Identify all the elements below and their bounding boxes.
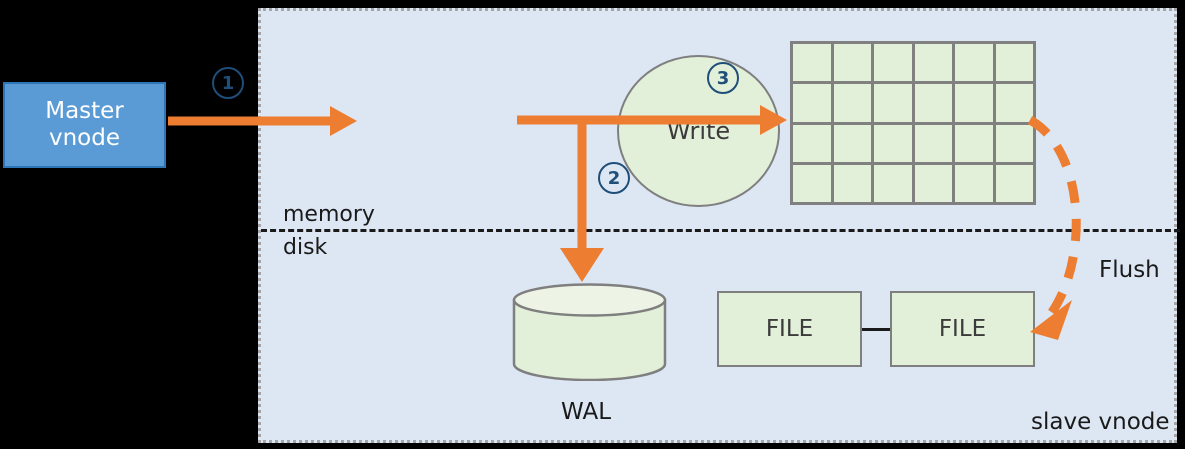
memtable-cell	[793, 124, 831, 162]
memtable-cell	[914, 164, 952, 202]
slave-vnode-label: slave vnode	[1031, 409, 1170, 435]
step-number-3: 3	[707, 62, 739, 94]
memtable-cell	[833, 44, 871, 82]
flush-label: Flush	[1099, 257, 1160, 283]
wal-cylinder-shape	[512, 283, 667, 382]
memtable-cell	[793, 44, 831, 82]
memtable-cell	[995, 84, 1033, 122]
master-vnode-label-line1: Master	[45, 97, 124, 124]
memtable-cell	[833, 164, 871, 202]
memtable-cell	[833, 84, 871, 122]
memtable-cell	[874, 44, 912, 82]
file-box-1: FILE	[717, 291, 862, 367]
file-connector-line	[862, 328, 890, 331]
memtable-cell	[874, 84, 912, 122]
memtable-cell	[995, 164, 1033, 202]
memtable-cell	[955, 84, 993, 122]
memtable-cell	[793, 84, 831, 122]
master-vnode-box: Master vnode	[3, 82, 166, 168]
memtable-cell	[914, 84, 952, 122]
master-vnode-label-line2: vnode	[48, 125, 120, 151]
memtable-cell	[914, 124, 952, 162]
wal-cylinder	[512, 283, 667, 382]
memtable-grid	[790, 41, 1036, 205]
memtable-cell	[874, 124, 912, 162]
memtable-cell	[833, 124, 871, 162]
memtable-cell	[995, 44, 1033, 82]
step-number-1-label: 1	[221, 72, 235, 94]
memtable-cell	[995, 124, 1033, 162]
memtable-cell	[914, 44, 952, 82]
step-number-2-label: 2	[607, 167, 621, 189]
write-node-label: Write	[666, 117, 731, 145]
memtable-cell	[793, 164, 831, 202]
memtable-cell	[955, 124, 993, 162]
memory-disk-divider	[261, 229, 1180, 232]
step-number-1: 1	[212, 67, 244, 99]
wal-label: WAL	[561, 399, 612, 425]
file-box-1-label: FILE	[765, 316, 814, 342]
disk-label: disk	[283, 235, 328, 260]
file-box-2-label: FILE	[938, 316, 987, 342]
step-number-2: 2	[598, 162, 630, 194]
memtable-cell	[874, 164, 912, 202]
step-number-3-label: 3	[716, 67, 730, 89]
memtable-cell	[955, 44, 993, 82]
write-node: Write	[617, 55, 780, 207]
file-box-2: FILE	[890, 291, 1035, 367]
memtable-cell	[955, 164, 993, 202]
memory-label: memory	[283, 202, 375, 227]
